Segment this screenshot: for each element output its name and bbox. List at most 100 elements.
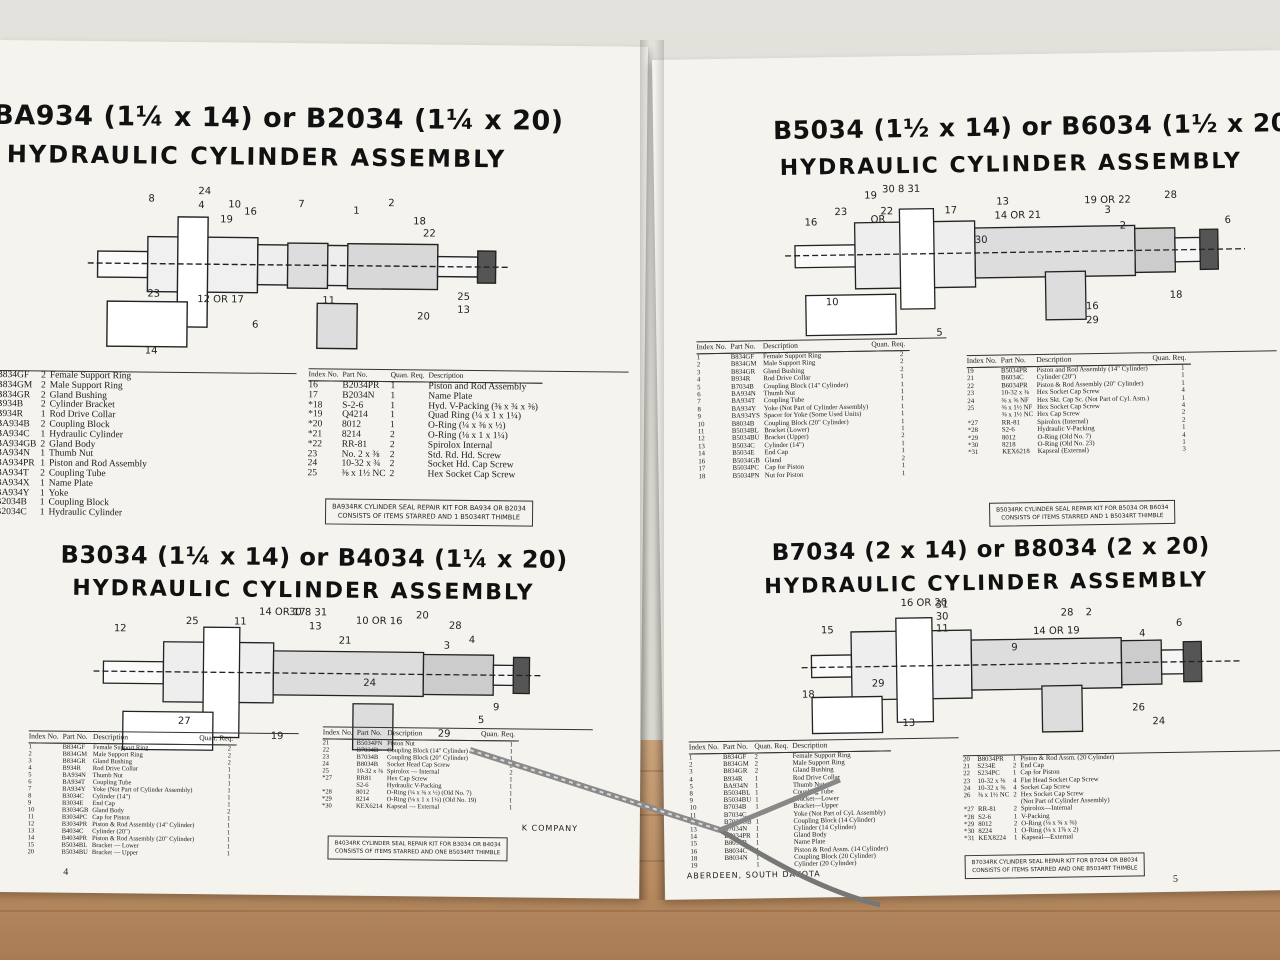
callout: 14 OR 21 <box>994 210 1041 222</box>
section1-diagram: 19 30 8 31 16 23 OR 22 17 13 14 OR 21 19… <box>785 184 1246 339</box>
note-line: CONSISTS OF ITEMS STARRED AND 1 B5034RT … <box>1001 513 1164 522</box>
table-cell: KEX6218 <box>1002 448 1030 457</box>
callout: 16 <box>244 207 257 218</box>
table-cell: 18 <box>698 472 706 480</box>
table-cell: Hex Socket Cap Screw <box>427 469 516 481</box>
section1-parts-table-a: Index No. Part No. Description Quan. Req… <box>696 337 949 481</box>
table-cell: KEX8224 <box>978 834 1007 843</box>
table-cell: 1 <box>39 507 45 518</box>
callout: 12 <box>114 623 127 634</box>
table-cell: B5034BU <box>731 434 760 443</box>
page-number: 5 <box>1172 873 1179 885</box>
callout: 2 <box>388 198 394 209</box>
callout: 30 <box>936 611 949 622</box>
callout: 2 <box>1120 221 1127 232</box>
callout: 22 <box>880 206 893 217</box>
callout: 30 8 31 <box>289 607 327 618</box>
table-cell: 1 <box>390 381 396 392</box>
callout: 10 OR 16 <box>356 616 403 627</box>
section1-diagram: 8 24 4 10 16 19 7 2 1 18 22 23 12 OR 17 … <box>87 186 508 357</box>
callout: 16 <box>804 217 817 228</box>
table-cell: 2 <box>389 430 395 441</box>
callout: 10 <box>826 297 839 308</box>
section1-heading: BA934 (1¼ x 14) or B2034 (1¼ x 20) <box>0 99 564 137</box>
callout: 27 <box>178 716 191 727</box>
table-cell: ⅜ x 1½ NC <box>1001 411 1034 419</box>
col-header: Quan. Req. <box>390 370 429 383</box>
table-cell: Kapseal (External) <box>1037 447 1089 456</box>
callout: 17 <box>944 205 957 216</box>
col-header: Part No. <box>1000 355 1037 368</box>
callout: 31 <box>936 599 949 610</box>
callout: 13 <box>457 305 470 316</box>
table-cell: BA934YS <box>731 412 760 421</box>
callout: 16 OR 20 <box>900 597 947 609</box>
table-cell: 3 <box>1182 446 1186 454</box>
callout: 23 <box>834 207 847 218</box>
callout: 24 <box>363 678 376 689</box>
callout: 13 <box>309 621 322 632</box>
section2-callouts: 12 25 11 14 OR 17 30 8 31 13 10 OR 16 21… <box>114 607 500 742</box>
callout: 28 <box>1164 190 1177 201</box>
col-header: Part No. <box>356 727 388 740</box>
table-cell: B5034BU <box>61 848 88 856</box>
callout: 25 <box>186 616 199 627</box>
left-page: BA934 (1¼ x 14) or B2034 (1¼ x 20) HYDRA… <box>0 40 648 899</box>
callout: 30 8 31 <box>882 184 920 196</box>
callout: 19 OR 22 <box>1084 194 1131 206</box>
table-cell: *31 <box>964 835 975 843</box>
section2-heading: B7034 (2 x 14) or B8034 (2 x 20) <box>771 533 1210 567</box>
callout: 5 <box>936 327 943 338</box>
callout: 9 <box>1011 642 1018 653</box>
table-cell: 2 <box>389 439 395 450</box>
section2-heading: B3034 (1¼ x 14) or B4034 (1¼ x 20) <box>60 540 568 574</box>
section2-diagram: 16 OR 20 31 30 11 28 2 15 14 OR 19 6 4 9… <box>801 597 1242 735</box>
callout: 28 <box>449 621 462 632</box>
callout: 3 <box>1104 205 1111 216</box>
note-line: CONSISTS OF ITEMS STARRED AND 1 B5034RT … <box>337 511 521 522</box>
callout: 21 <box>339 636 352 647</box>
table-cell: ⅜ x 1½ NC <box>977 791 1010 799</box>
table-cell: Kapseal—External <box>1021 833 1074 842</box>
callout: 25 <box>457 292 470 303</box>
callout: 13 <box>996 196 1009 207</box>
callout: 20 <box>416 610 429 621</box>
callout: 7 <box>298 199 304 210</box>
callout: 19 <box>220 214 233 225</box>
col-header: Quan. Req. <box>871 338 910 352</box>
section1-callouts: 19 30 8 31 16 23 OR 22 17 13 14 OR 21 19… <box>804 184 1231 339</box>
callout: 4 <box>1139 628 1146 639</box>
table-cell: Hydraulic Cylinder <box>48 507 123 519</box>
table-cell: B2034C <box>0 507 27 518</box>
callout: 18 <box>1170 290 1183 301</box>
section1-parts-table-b: Index No. Part No. Quan. Req. Descriptio… <box>307 368 629 483</box>
table-cell: 1 <box>901 469 906 477</box>
table-cell: 25 <box>307 468 318 479</box>
section2-repair-kit-note: B7034RK CYLINDER SEAL REPAIR KIT FOR B70… <box>964 852 1146 880</box>
callout: 15 <box>821 625 834 636</box>
callout: 5 <box>478 715 484 726</box>
table-cell: 1 <box>226 850 231 858</box>
callout: 8 <box>148 194 154 205</box>
callout: 23 <box>147 289 160 300</box>
section1-callouts: 8 24 4 10 16 19 7 2 1 18 22 23 12 OR 17 … <box>145 186 470 357</box>
callout: 9 <box>493 702 499 713</box>
col-header: Part No. <box>62 731 94 744</box>
col-header: Index No. <box>696 341 731 354</box>
right-page: B5034 (1½ x 14) or B6034 (1½ x 20) HYDRA… <box>652 50 1280 900</box>
callout: 11 <box>936 623 949 634</box>
table-cell: Nut for Piston <box>764 471 804 479</box>
callout: 11 <box>322 295 335 306</box>
col-header: Index No. <box>966 355 1001 368</box>
callout: 29 <box>1086 315 1099 326</box>
col-header: Index No. <box>28 731 63 744</box>
table-cell: 1 <box>390 390 396 401</box>
callout: 14 OR 19 <box>1033 625 1080 637</box>
table-cell: B5034PN <box>732 471 760 480</box>
callout: 24 <box>1152 716 1165 727</box>
callout: 6 <box>252 320 258 331</box>
